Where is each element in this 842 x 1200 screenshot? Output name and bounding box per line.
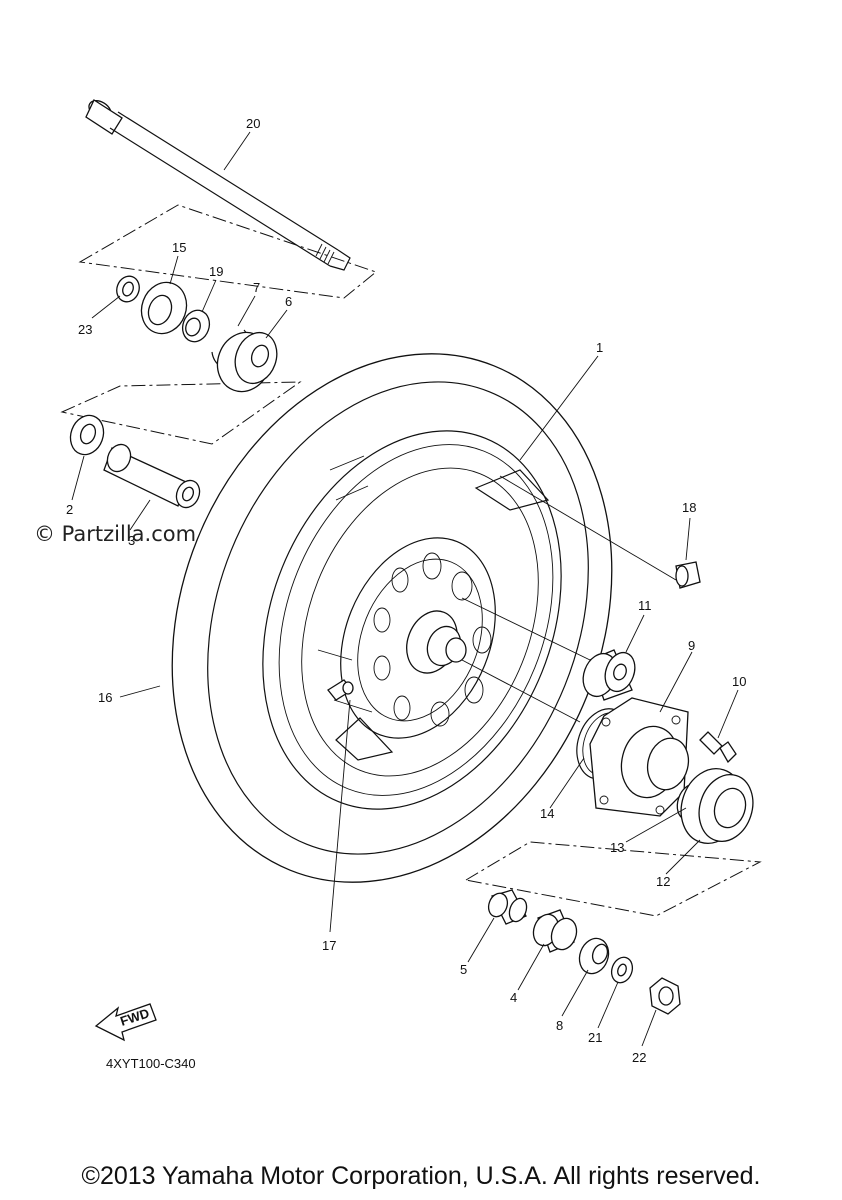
callout-17[interactable]: 17 — [322, 938, 336, 953]
collar-11[interactable] — [577, 648, 640, 701]
callout-16[interactable]: 16 — [98, 690, 112, 705]
spacer-3[interactable] — [103, 441, 203, 512]
callout-13[interactable]: 13 — [610, 840, 624, 855]
spacer-group-outline — [60, 381, 302, 445]
weight-18[interactable] — [675, 561, 701, 589]
callout-3[interactable]: 3 — [128, 533, 135, 548]
bolt-10[interactable] — [699, 731, 737, 764]
copyright-notice: ©2013 Yamaha Motor Corporation, U.S.A. A… — [81, 1162, 761, 1190]
spacer-19[interactable] — [178, 307, 213, 346]
callout-12[interactable]: 12 — [656, 874, 670, 889]
callout-22[interactable]: 22 — [632, 1050, 646, 1065]
callout-8[interactable]: 8 — [556, 1018, 563, 1033]
clutch-hub-9[interactable] — [589, 697, 694, 817]
callout-11[interactable]: 11 — [638, 598, 652, 613]
callout-7[interactable]: 7 — [253, 280, 260, 295]
callouts: 20 15 19 7 6 23 2 1 18 11 9 10 16 14 13 … — [66, 116, 746, 1065]
callout-21[interactable]: 21 — [588, 1030, 602, 1045]
spacer-5[interactable] — [485, 889, 529, 925]
left-hub-group-outline — [78, 204, 378, 299]
leader-lines — [71, 131, 739, 1047]
washer-21[interactable] — [608, 954, 636, 985]
collar-4[interactable] — [529, 909, 580, 953]
right-hub-group-outline — [464, 841, 762, 917]
collar-2[interactable] — [65, 411, 109, 460]
callout-4[interactable]: 4 — [510, 990, 517, 1005]
oil-seal-12[interactable] — [672, 761, 762, 852]
diagram-code: 4XYT100-C340 — [106, 1056, 196, 1071]
hub-holes — [373, 552, 492, 727]
axle-shaft[interactable] — [85, 97, 351, 271]
callout-19[interactable]: 19 — [209, 264, 223, 279]
callout-15[interactable]: 15 — [172, 240, 186, 255]
callout-6[interactable]: 6 — [285, 294, 292, 309]
callout-9[interactable]: 9 — [688, 638, 695, 653]
callout-20[interactable]: 20 — [246, 116, 260, 131]
watermark: © Partzilla.com — [34, 522, 197, 546]
callout-14[interactable]: 14 — [540, 806, 554, 821]
fwd-arrow: FWD — [94, 1003, 157, 1042]
callout-10[interactable]: 10 — [732, 674, 746, 689]
bearing-6[interactable] — [209, 325, 283, 399]
callout-1[interactable]: 1 — [596, 340, 603, 355]
bearing-8[interactable] — [575, 934, 614, 977]
oil-seal-15[interactable] — [134, 276, 193, 340]
nut-22[interactable] — [649, 977, 681, 1015]
valve-17[interactable] — [327, 679, 354, 701]
callout-23[interactable]: 23 — [78, 322, 92, 337]
washer-23[interactable] — [113, 273, 143, 305]
callout-5[interactable]: 5 — [460, 962, 467, 977]
callout-2[interactable]: 2 — [66, 502, 73, 517]
callout-18[interactable]: 18 — [682, 500, 696, 515]
rear-wheel[interactable] — [95, 287, 688, 949]
